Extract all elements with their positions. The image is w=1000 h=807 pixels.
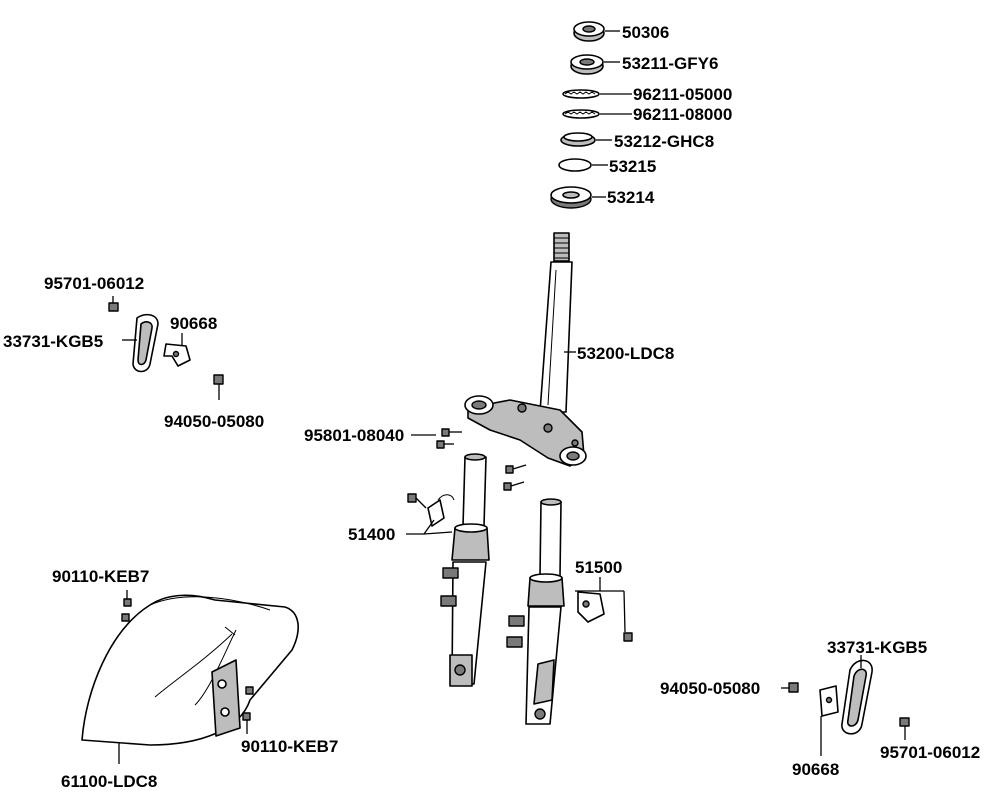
label-50306: 50306 — [622, 23, 669, 42]
label-90110-top: 90110-KEB7 — [52, 567, 149, 586]
label-90110-bottom: 90110-KEB7 — [241, 737, 338, 756]
bracket-90668-left-part — [163, 343, 191, 367]
left-fork-51400-part — [407, 453, 490, 687]
label-95801: 95801-08040 — [304, 426, 404, 445]
label-96211-05000: 96211-05000 — [633, 85, 732, 104]
lead-line-51500 — [575, 577, 626, 633]
right-fork-51500-part — [506, 498, 633, 725]
nut-94050-left-part — [213, 374, 224, 400]
race-53212-part — [560, 132, 596, 147]
steering-stem-53200-part — [464, 232, 587, 467]
label-61100: 61100-LDC8 — [61, 772, 157, 791]
label-53214: 53214 — [607, 188, 655, 207]
label-53215: 53215 — [609, 157, 656, 176]
locknut-53211-part — [570, 54, 604, 75]
ball-race-96211-08000-part — [562, 109, 600, 119]
label-94050-right: 94050-05080 — [660, 679, 760, 698]
label-51400: 51400 — [348, 525, 395, 544]
ball-race-96211-05000-part — [562, 89, 600, 99]
label-53200: 53200-LDC8 — [577, 344, 674, 363]
screw-90110-bottom-part — [242, 686, 254, 734]
label-53212: 53212-GHC8 — [614, 132, 714, 151]
screw-95701-left-part — [108, 296, 119, 312]
nut-50306-part — [573, 21, 605, 42]
screw-95701-right-part — [899, 717, 910, 740]
race-53214-part — [550, 186, 592, 209]
front-fender-61100-part — [81, 594, 299, 746]
reflector-33731-left-part — [132, 313, 159, 373]
label-51500: 51500 — [575, 558, 622, 577]
seal-53215-part — [558, 158, 592, 172]
bolt-95801-part — [436, 428, 527, 491]
label-90668-left: 90668 — [170, 314, 217, 333]
screw-90110-top-part — [121, 590, 132, 622]
nut-94050-right-part — [781, 682, 799, 693]
label-95701-left: 95701-06012 — [44, 274, 144, 293]
label-33731-right: 33731-KGB5 — [827, 638, 927, 657]
bracket-90668-right-part — [819, 685, 839, 717]
label-95701-right: 95701-06012 — [880, 743, 980, 762]
label-53211: 53211-GFY6 — [622, 54, 718, 73]
label-33731-left: 33731-KGB5 — [3, 332, 103, 351]
lead-line-51400 — [406, 519, 453, 535]
label-94050-left: 94050-05080 — [164, 412, 264, 431]
reflector-33731-right-part — [841, 659, 873, 735]
label-96211-08000: 96211-08000 — [633, 105, 732, 124]
label-90668-right: 90668 — [792, 760, 839, 779]
